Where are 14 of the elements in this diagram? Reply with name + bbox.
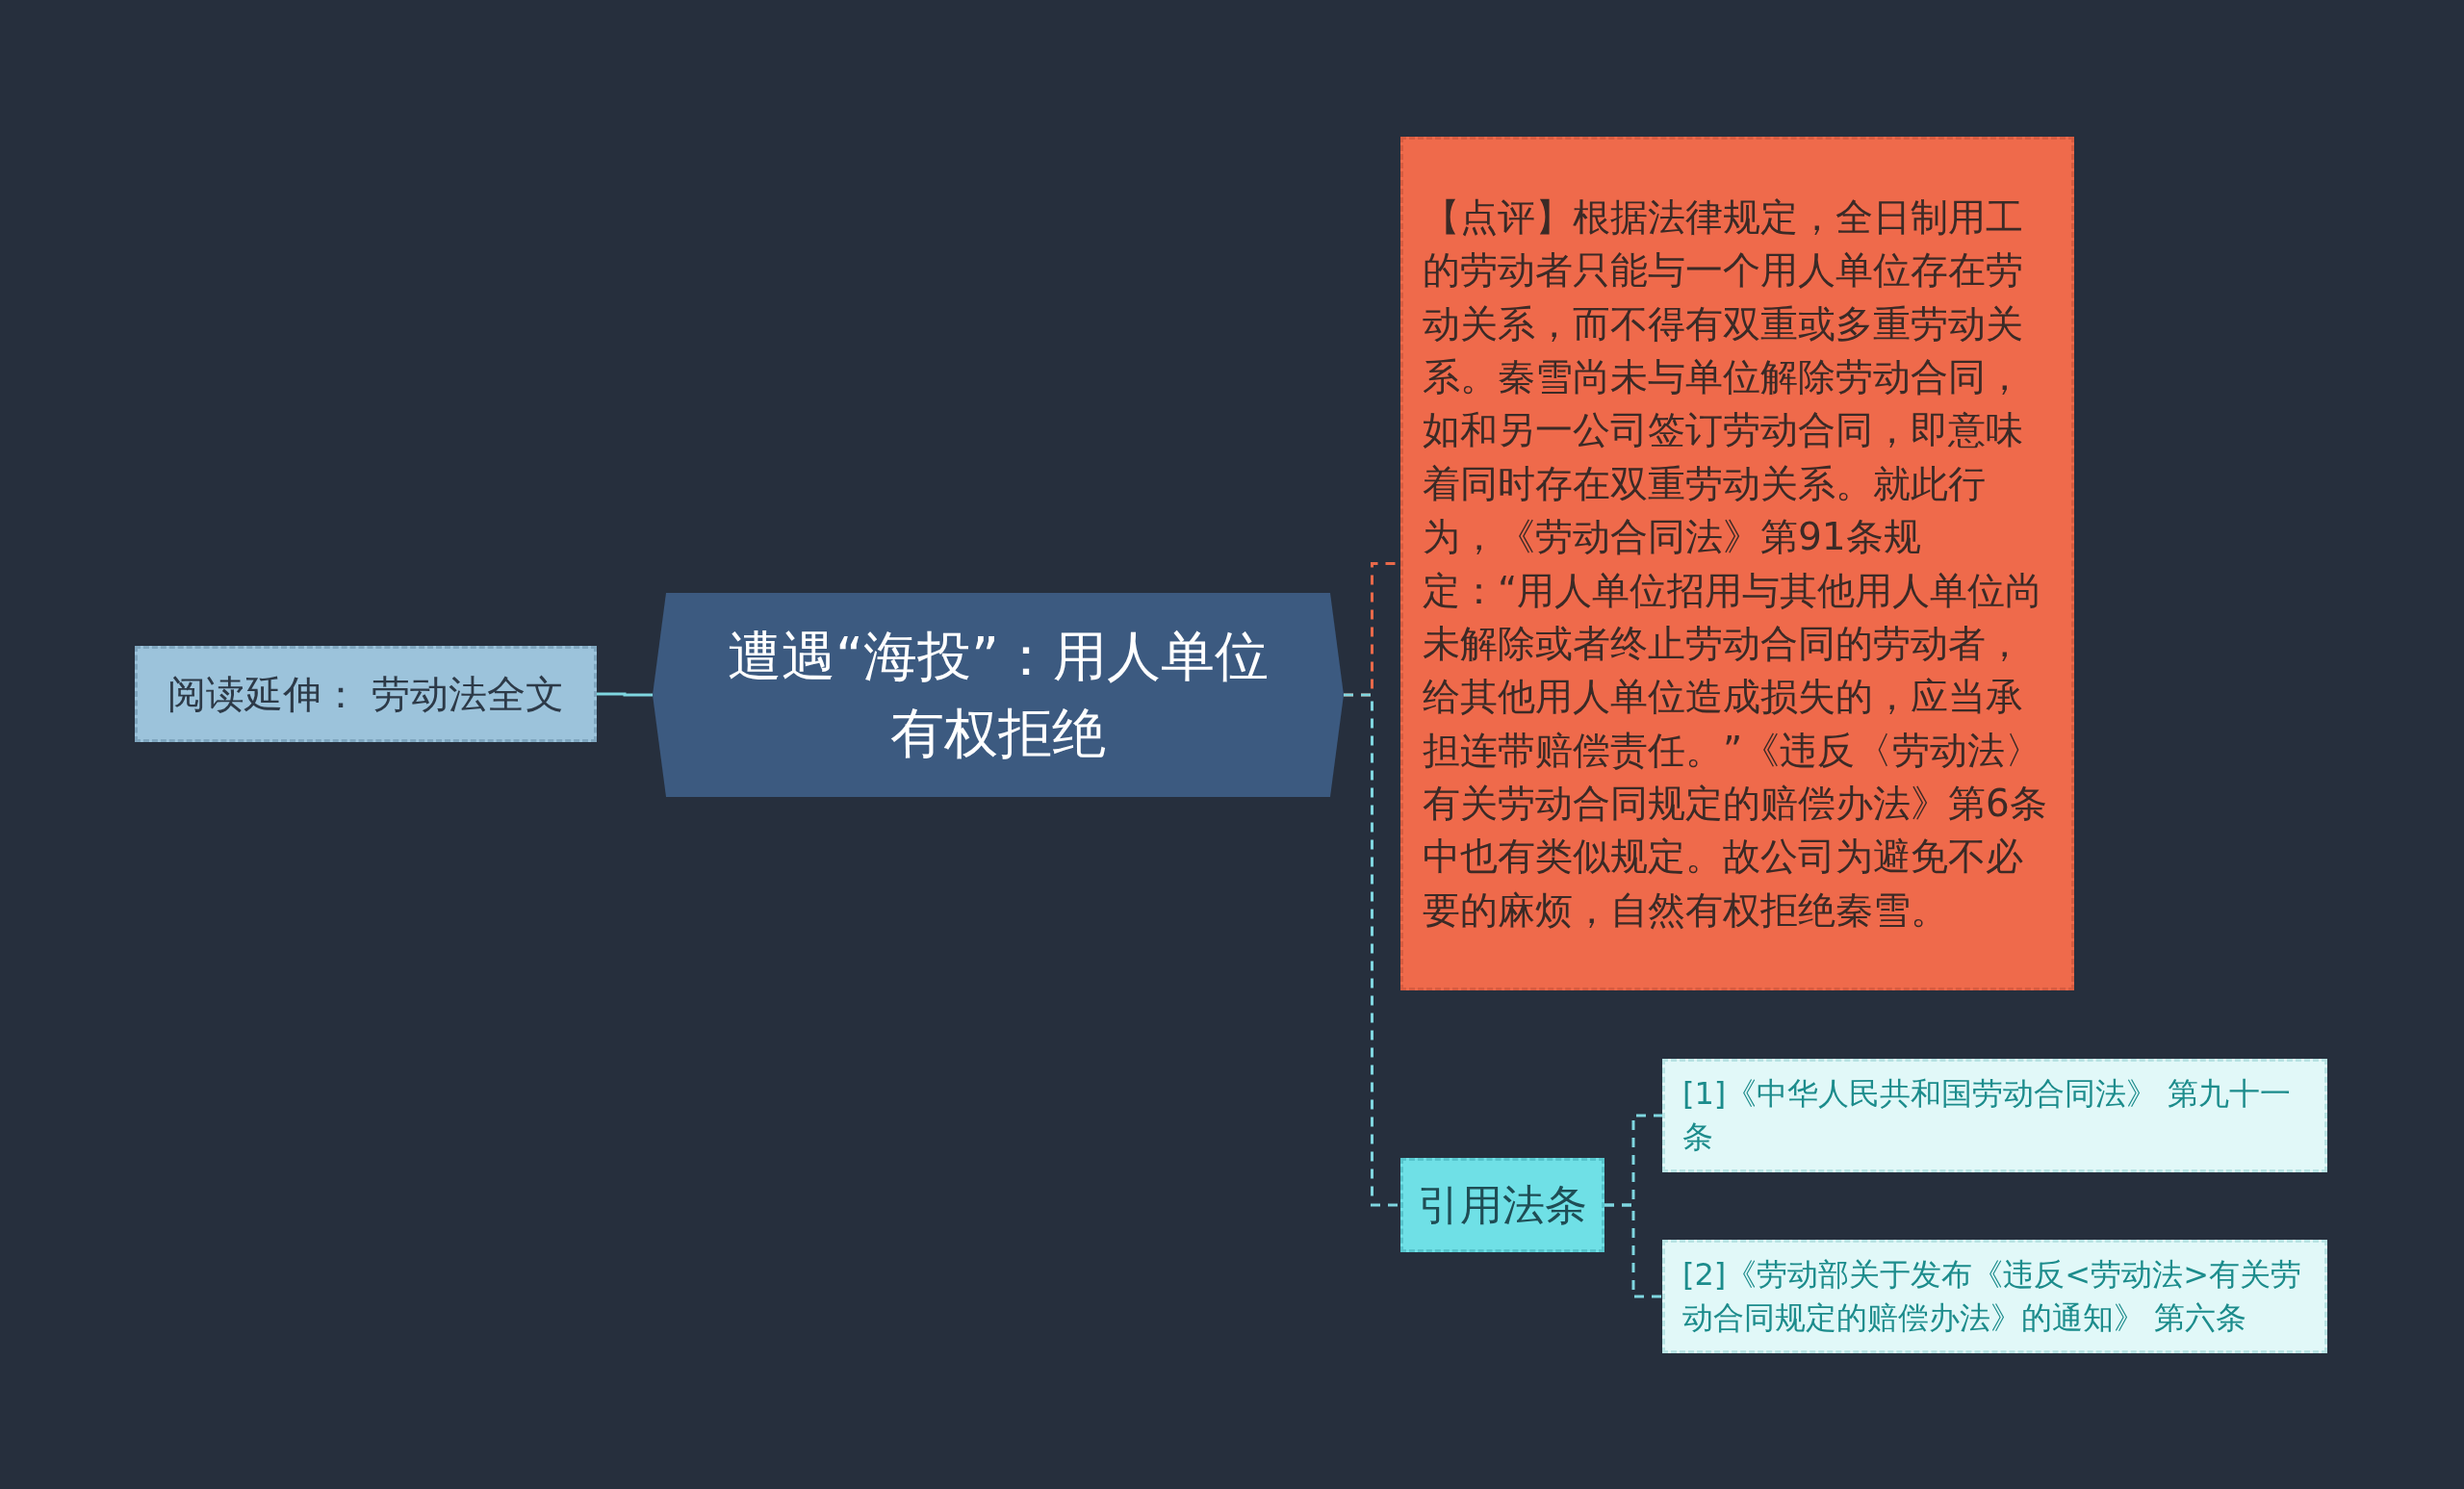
node-text: 【点评】根据法律规定，全日制用工的劳动者只能与一个用人单位存在劳动关系，而不得有双重或多重劳动关系。秦雪尚未与单位解除劳动合同，如和另一公司签订劳动合同，即意味着同时存在双重劳动关系。就此行为，《劳动合同法》第91条规定：“用人单位招用与其他用人单位尚未解除或者终止劳动合同的劳动者，给其他用人单位造成损失的，应当承担连带赔偿责任。”《违反〈劳动法〉有关劳动合同规定的赔偿办法》第6条中也有类似规定。故公司为避免不必要的麻烦，自然有权拒绝秦雪。 (1423, 193, 2048, 934)
connector-line (1344, 693, 1400, 1207)
citation-box (1662, 1240, 2327, 1353)
node-text: 阅读延伸： 劳动法全文 (167, 670, 565, 718)
node-text: 遭遇“海投”：用人单位有权拒绝 (727, 624, 1270, 766)
topic-box (135, 646, 597, 742)
node-text: [2]《劳动部关于发布《违反<劳动法>有关劳动合同规定的赔偿办法》的通知》 第六条 (1682, 1254, 2302, 1338)
topic-box (1400, 1158, 1604, 1252)
citation-box (1662, 1059, 2327, 1172)
node-text: 引用法条 (1418, 1178, 1587, 1231)
node-text: [1]《中华人民共和国劳动合同法》 第九十一条 (1682, 1073, 2292, 1157)
connector-line (1604, 1203, 1662, 1298)
connector-line (597, 692, 653, 697)
comment-box (1400, 137, 2074, 990)
